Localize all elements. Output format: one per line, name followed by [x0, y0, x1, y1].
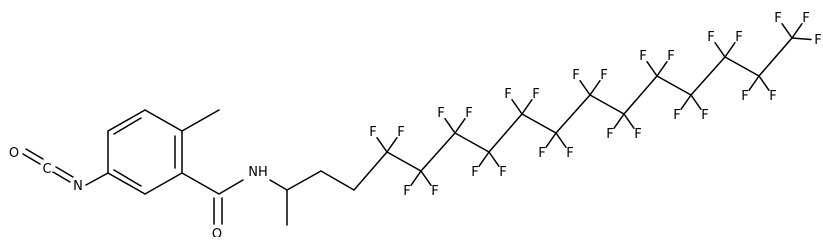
chain-bond — [758, 37, 793, 77]
fluorine-atom: F — [741, 89, 748, 104]
fluorine-atom: F — [701, 108, 708, 123]
cf-bond — [748, 75, 760, 92]
chain-bond — [521, 113, 557, 134]
cf-bond — [521, 98, 533, 115]
chain-bond — [353, 151, 388, 191]
fluorine-atom: F — [499, 165, 506, 180]
fluorine-atom: F — [667, 49, 674, 64]
chain-bond — [488, 113, 523, 153]
cf-bond — [724, 41, 736, 58]
cf-bond — [386, 136, 398, 153]
cf-bond — [545, 132, 557, 149]
isocyanate-group: N C O — [9, 146, 109, 194]
cf-bond — [376, 136, 388, 153]
fluorine-atom: F — [774, 11, 781, 26]
fluorine-atom: F — [769, 89, 776, 104]
fluorine-atom: F — [814, 33, 821, 48]
cf-bond — [410, 170, 422, 187]
cf-bond — [656, 60, 668, 77]
isocyanate-oxygen: O — [9, 146, 19, 161]
cf-bond — [791, 22, 803, 39]
fluorine-atom: F — [566, 146, 573, 161]
alkyl-chain — [269, 170, 355, 226]
amide-oxygen: O — [212, 227, 222, 237]
chain-bond — [420, 132, 456, 172]
cf-bond — [478, 151, 490, 168]
fluorine-atom: F — [504, 87, 511, 102]
methyl-bond — [181, 109, 220, 132]
chain-bond — [555, 94, 591, 134]
chain-bond — [454, 132, 490, 153]
chain-bond — [724, 56, 760, 77]
fluorine-atom: F — [538, 146, 545, 161]
fluorine-atom: F — [437, 106, 444, 121]
isocyanate-nitrogen: N — [73, 179, 83, 194]
fluorine-atom: F — [606, 127, 613, 142]
fluorine-atom: F — [634, 127, 641, 142]
fluorine-atom: F — [572, 68, 579, 83]
cf-bond — [781, 22, 793, 39]
cf-bond — [613, 113, 625, 130]
cf-bond — [758, 75, 770, 92]
fluorine-atom: F — [397, 125, 404, 140]
cf-bond — [680, 94, 692, 111]
cf-bond — [714, 41, 726, 58]
fluorine-atom: F — [673, 108, 680, 123]
fluorine-atom: F — [802, 11, 809, 26]
fluorine-atom: F — [465, 106, 472, 121]
isocyanate-carbon: C — [42, 162, 51, 177]
chain-bond — [589, 94, 625, 115]
cf-bond — [488, 151, 500, 168]
cf-bond — [646, 60, 658, 77]
chain-bond — [656, 75, 692, 96]
fluorine-atom: F — [639, 49, 646, 64]
cf-bond — [454, 117, 466, 134]
cf-bond — [444, 117, 456, 134]
fluorine-atom: F — [600, 68, 607, 83]
cf-bond — [579, 79, 591, 96]
chain-bond — [386, 151, 422, 172]
fluorine-atom: F — [369, 125, 376, 140]
amide-nitrogen: NH — [248, 165, 268, 180]
chain-bond — [690, 56, 726, 96]
chain-bond — [623, 75, 658, 115]
fluorine-atom: F — [735, 30, 742, 45]
cf-bond — [511, 98, 523, 115]
cf-bond — [589, 79, 601, 96]
cf-bond — [420, 170, 432, 187]
fluorine-atom: F — [403, 184, 410, 199]
amide-group: O NH — [181, 165, 268, 237]
cf-bond — [555, 132, 567, 149]
cf-bond — [690, 94, 702, 111]
fluorine-atom: F — [471, 165, 478, 180]
cf-bond — [623, 113, 635, 130]
fluorine-atom: F — [707, 30, 714, 45]
benzene-ring — [107, 109, 183, 195]
fluorine-atom: F — [431, 184, 438, 199]
cf-bond — [791, 37, 812, 41]
fluorine-atom: F — [532, 87, 539, 102]
